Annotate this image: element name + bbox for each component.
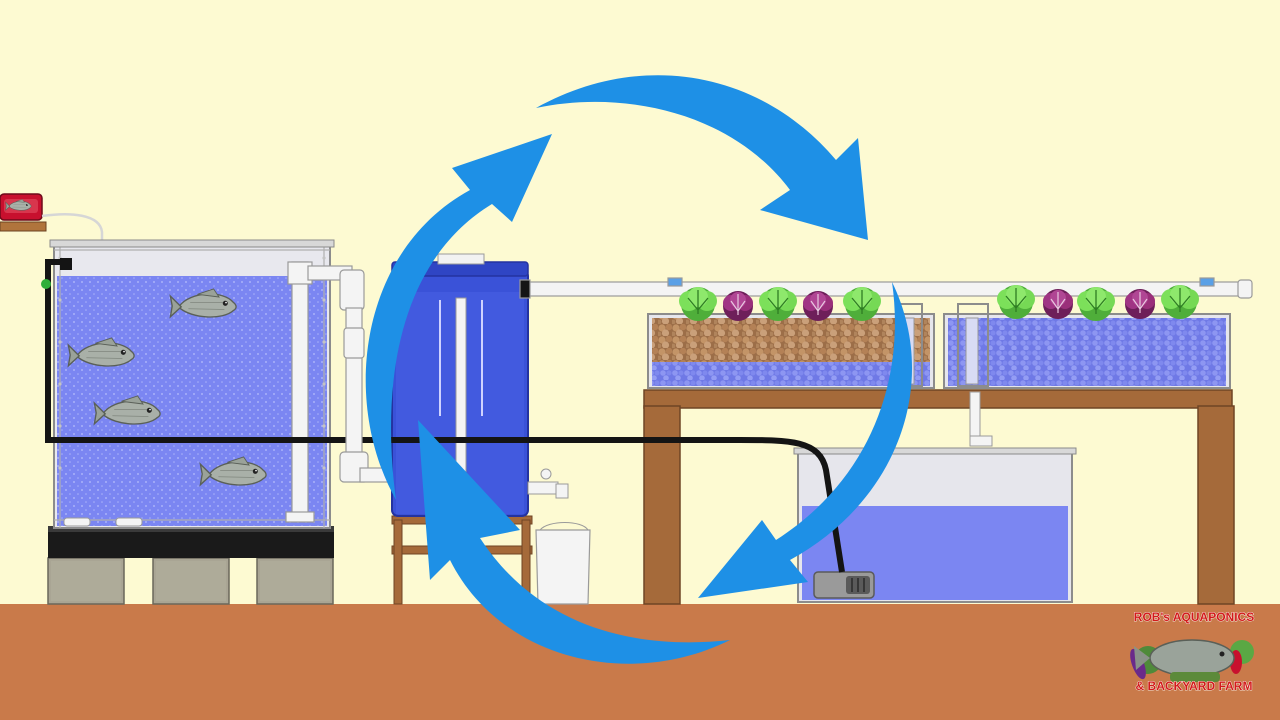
cycle-arrows [365, 75, 913, 664]
cycle-arrow-2 [536, 75, 868, 240]
concrete-blocks [47, 557, 334, 605]
cycle-arrow-1 [365, 134, 552, 500]
bucket [535, 522, 591, 605]
logo-illustration [1130, 639, 1254, 682]
fish-tank [41, 239, 380, 605]
air-pump [0, 193, 104, 520]
return-line [45, 259, 380, 443]
cycle-arrow-4 [418, 420, 730, 664]
cycle-arrow-3 [698, 282, 913, 598]
standpipe [291, 261, 309, 521]
sump-tank [380, 391, 1077, 603]
logo-line-1: ROB's AQUAPONICS [1134, 610, 1254, 624]
logo-line-2: & BACKYARD FARM [1136, 679, 1253, 693]
grow-bed-left [647, 303, 935, 389]
water-pump [813, 571, 875, 599]
pallet [48, 531, 334, 558]
brand-logo: ROB's AQUAPONICS & BACKYARD FARM [1130, 610, 1255, 693]
